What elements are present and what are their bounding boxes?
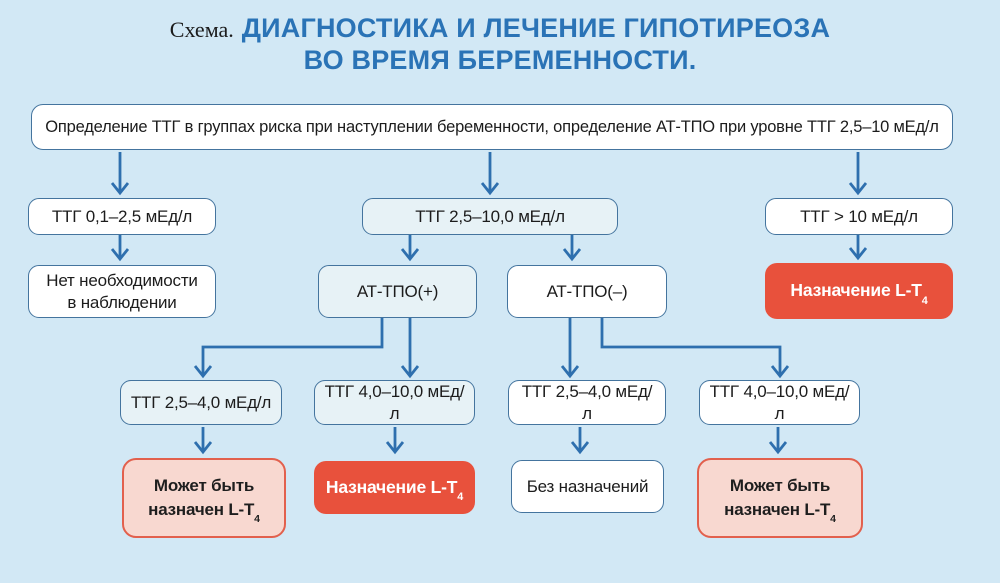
node-tsh-2540-left-label: ТТГ 2,5–4,0 мЕд/л [130, 392, 272, 412]
title-main-line1: ДИАГНОСТИКА И ЛЕЧЕНИЕ ГИПОТИРЕОЗА [241, 13, 831, 43]
arrow-tsh-mid-to-tpo-pos [400, 235, 420, 262]
arrow-tsh-high-to-prescribe [848, 235, 868, 261]
node-tsh-low: ТТГ 0,1–2,5 мЕд/л [28, 198, 216, 235]
node-tsh-2540-left: ТТГ 2,5–4,0 мЕд/л [120, 380, 282, 425]
arrow-tpo-neg-to-tsh-4010-right [600, 318, 790, 379]
node-tsh-mid: ТТГ 2,5–10,0 мЕд/л [362, 198, 618, 235]
maybe-line1: Может быть [729, 476, 831, 496]
node-screening: Определение ТТГ в группах риска при наст… [31, 104, 953, 150]
node-tpo-positive-label: АТ-ТПО(+) [356, 281, 439, 301]
node-prescribe-lt4-mid-label: Назначение L-T4 [325, 476, 463, 503]
arrow-tpo-pos-to-tsh-4010-left [400, 318, 420, 379]
node-maybe-lt4-right: Может быть назначен L-T4 [697, 458, 863, 538]
node-prescribe-lt4-high: Назначение L-T4 [765, 263, 953, 319]
arrow-to-prescribe-mid [385, 427, 405, 455]
node-tsh-2540-right: ТТГ 2,5–4,0 мЕд/л [508, 380, 666, 425]
node-tsh-2540-right-label: ТТГ 2,5–4,0 мЕд/л [521, 382, 653, 423]
maybe-line2: назначен L-T [724, 500, 831, 519]
arrow-to-no-prescription [570, 427, 590, 455]
page-title: Схема.ДИАГНОСТИКА И ЛЕЧЕНИЕ ГИПОТИРЕОЗА … [0, 13, 1000, 77]
arrow-top-to-tsh-mid [480, 152, 500, 196]
maybe-sub4: 4 [254, 513, 260, 526]
maybe-line2: назначен L-T [148, 500, 255, 519]
node-tsh-4010-left-label: ТТГ 4,0–10,0 мЕд/л [324, 382, 465, 423]
prescribe-sub4: 4 [921, 294, 928, 307]
prescribe-main: Назначение L-T [325, 476, 458, 497]
node-maybe-lt4-left: Может быть назначен L-T4 [122, 458, 286, 538]
node-tsh-mid-label: ТТГ 2,5–10,0 мЕд/л [415, 206, 565, 226]
node-no-observation: Нет необходимости в наблюдении [28, 265, 216, 318]
arrow-tsh-low-to-no-observation [110, 234, 130, 262]
maybe-sub4: 4 [830, 513, 836, 526]
title-prefix: Схема. [169, 17, 234, 42]
node-no-prescription: Без назначений [511, 460, 664, 513]
node-no-observation-label: Нет необходимости в наблюдении [46, 270, 198, 313]
arrow-top-to-tsh-high [848, 152, 868, 196]
node-maybe-lt4-left-label: Может быть назначен L-T4 [148, 474, 260, 526]
node-screening-label: Определение ТТГ в группах риска при наст… [45, 117, 939, 136]
prescribe-sub4: 4 [457, 491, 464, 504]
title-main-line2: ВО ВРЕМЯ БЕРЕМЕННОСТИ. [303, 44, 697, 75]
arrow-tpo-neg-to-tsh-2540-right [560, 318, 580, 379]
arrow-tsh-mid-to-tpo-neg [562, 235, 582, 262]
prescribe-main: Назначение L-T [790, 280, 922, 301]
node-prescribe-lt4-high-label: Назначение L-T4 [790, 280, 927, 306]
no-observation-line1: Нет необходимости [46, 271, 198, 291]
node-tsh-high-label: ТТГ > 10 мЕд/л [800, 206, 918, 226]
maybe-line1: Может быть [153, 476, 255, 496]
arrow-to-maybe-right [768, 427, 788, 455]
node-tsh-4010-right: ТТГ 4,0–10,0 мЕд/л [699, 380, 860, 425]
node-tsh-low-label: ТТГ 0,1–2,5 мЕд/л [51, 206, 193, 226]
node-tpo-negative: АТ-ТПО(–) [507, 265, 667, 318]
node-tsh-4010-left: ТТГ 4,0–10,0 мЕд/л [314, 380, 475, 425]
node-maybe-lt4-right-label: Может быть назначен L-T4 [724, 474, 836, 526]
arrow-top-to-tsh-low [110, 152, 130, 196]
title-line1: Схема. ДИАГНОСТИКА И ЛЕЧЕНИЕ ГИПОТИРЕОЗА [0, 13, 1000, 45]
node-tsh-4010-right-label: ТТГ 4,0–10,0 мЕд/л [709, 382, 850, 423]
arrow-to-maybe-left [193, 427, 213, 455]
arrow-tpo-pos-to-tsh-2540-left [193, 318, 384, 379]
node-prescribe-lt4-mid: Назначение L-T4 [314, 461, 475, 514]
node-tpo-negative-label: АТ-ТПО(–) [546, 281, 628, 301]
no-observation-line2: в наблюдении [67, 292, 177, 312]
node-tpo-positive: АТ-ТПО(+) [318, 265, 477, 318]
node-tsh-high: ТТГ > 10 мЕд/л [765, 198, 953, 235]
node-no-prescription-label: Без назначений [526, 476, 649, 496]
